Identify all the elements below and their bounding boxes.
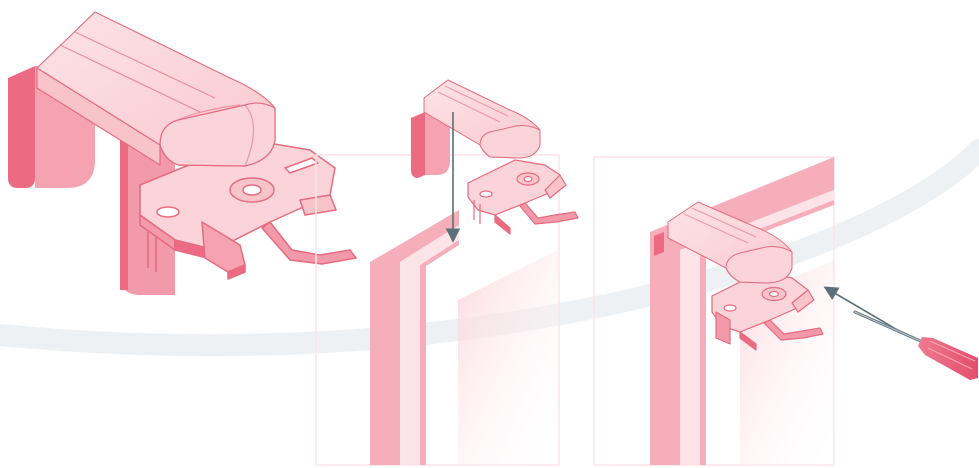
end-cap-closeup [36, 11, 276, 167]
mounting-bracket-closeup [139, 139, 357, 280]
wall-block-step-1 [411, 112, 425, 178]
background-swoosh [0, 139, 979, 357]
step-2-panel [593, 156, 978, 466]
step-1-panel [315, 79, 579, 466]
mounting-bracket-step-2 [711, 271, 824, 351]
closeup-panel [8, 11, 357, 295]
window-frame-step-1 [370, 210, 558, 465]
end-cap-step-1 [423, 79, 541, 159]
end-cap-step-2 [667, 201, 793, 284]
mounting-bracket-step-1 [467, 159, 579, 235]
screwdriver [853, 310, 978, 380]
